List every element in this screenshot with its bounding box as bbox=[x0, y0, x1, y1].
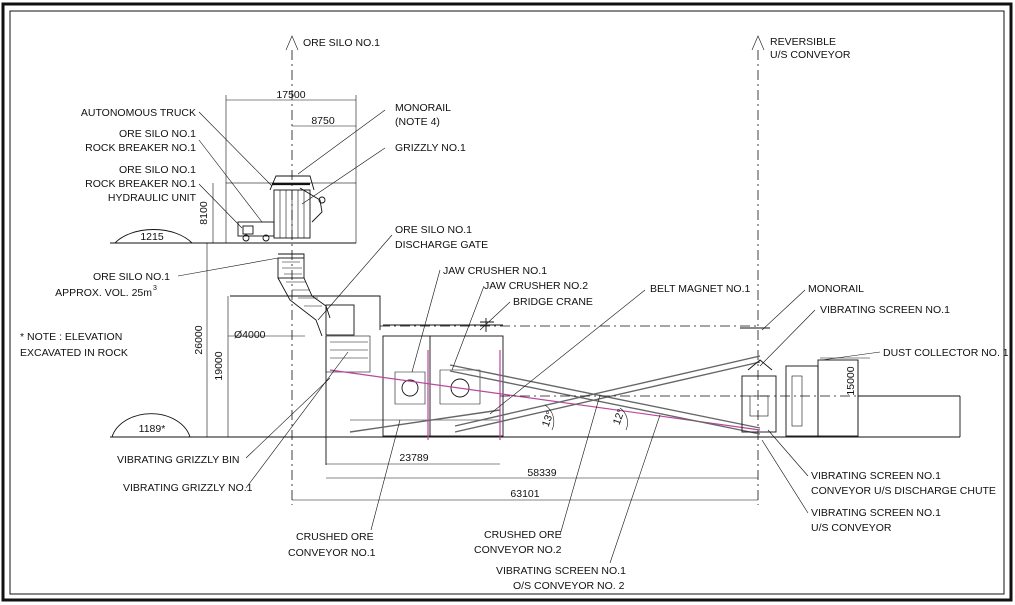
dimension-lines bbox=[206, 95, 870, 501]
label-autonomous-truck: AUTONOMOUS TRUCK bbox=[81, 107, 196, 119]
label-os-conv2-1: VIBRATING SCREEN NO.1 bbox=[496, 565, 626, 577]
label-silo-vol-sup: 3 bbox=[153, 285, 157, 292]
dim-1215: 1215 bbox=[140, 231, 164, 243]
label-note-2: EXCAVATED IN ROCK bbox=[20, 347, 128, 359]
inner-frame bbox=[9, 10, 1005, 595]
label-bridge-crane: BRIDGE CRANE bbox=[513, 296, 593, 308]
angle-12: 12° bbox=[611, 407, 628, 426]
dim-26000: 26000 bbox=[193, 325, 205, 354]
label-hydraulic-2: ROCK BREAKER NO.1 bbox=[85, 178, 196, 190]
autonomous-truck-shape bbox=[237, 221, 275, 242]
label-grizzly: GRIZZLY NO.1 bbox=[395, 142, 466, 154]
label-note-1: * NOTE : ELEVATION bbox=[20, 331, 122, 343]
label-jaw-crusher-1: JAW CRUSHER NO.1 bbox=[443, 265, 547, 277]
label-monorail-top-2: (NOTE 4) bbox=[395, 116, 440, 128]
leader-lines bbox=[177, 109, 881, 564]
label-rock-breaker-2: ROCK BREAKER NO.1 bbox=[85, 142, 196, 154]
label-hydraulic-1: ORE SILO NO.1 bbox=[119, 164, 196, 176]
label-ore-silo-top: ORE SILO NO.1 bbox=[303, 37, 380, 49]
angle-13: 13° bbox=[540, 409, 557, 428]
label-rock-breaker-1: ORE SILO NO.1 bbox=[119, 128, 196, 140]
label-vg-no1: VIBRATING GRIZZLY NO.1 bbox=[123, 482, 253, 494]
label-us-conv-2: U/S CONVEYOR bbox=[811, 522, 892, 534]
label-crushed-conv1-2: CONVEYOR NO.1 bbox=[288, 547, 376, 559]
label-crushed-conv2-2: CONVEYOR NO.2 bbox=[474, 544, 562, 556]
label-monorail-top-1: MONORAIL bbox=[395, 102, 451, 114]
dim-15000: 15000 bbox=[845, 366, 857, 395]
label-hydraulic-3: HYDRAULIC UNIT bbox=[108, 192, 197, 204]
dim-23789: 23789 bbox=[399, 452, 428, 464]
label-us-conv-1: VIBRATING SCREEN NO.1 bbox=[811, 507, 941, 519]
dim-1189: 1189* bbox=[139, 423, 166, 435]
label-vg-bin: VIBRATING GRIZZLY BIN bbox=[117, 454, 240, 466]
silo-head-structure bbox=[269, 175, 326, 239]
dim-58339: 58339 bbox=[527, 467, 556, 479]
label-discharge-gate-1: ORE SILO NO.1 bbox=[395, 224, 472, 236]
conveyor-lines bbox=[329, 350, 761, 440]
crusher-building bbox=[350, 318, 504, 437]
pit-arc bbox=[111, 413, 191, 438]
label-reversible-2: U/S CONVEYOR bbox=[770, 49, 851, 61]
screen-building bbox=[380, 325, 961, 437]
label-vibrating-screen: VIBRATING SCREEN NO.1 bbox=[820, 304, 950, 316]
dim-19000: 19000 bbox=[213, 351, 225, 380]
dim-8750: 8750 bbox=[311, 115, 335, 127]
label-jaw-crusher-2: JAW CRUSHER NO.2 bbox=[484, 280, 588, 292]
label-crushed-conv2-1: CRUSHED ORE bbox=[484, 529, 562, 541]
dim-8100: 8100 bbox=[198, 201, 210, 225]
label-us-chute-1: VIBRATING SCREEN NO.1 bbox=[811, 470, 941, 482]
dim-4000: Ø4000 bbox=[234, 329, 266, 341]
label-monorail-right: MONORAIL bbox=[808, 283, 864, 295]
label-silo-vol-2: APPROX. VOL. 25m bbox=[55, 287, 152, 299]
reversible-conveyor-centerline bbox=[751, 35, 765, 505]
label-us-chute-2: CONVEYOR U/S DISCHARGE CHUTE bbox=[811, 485, 996, 497]
label-os-conv2-2: O/S CONVEYOR NO. 2 bbox=[513, 580, 625, 592]
label-silo-vol-1: ORE SILO NO.1 bbox=[93, 271, 170, 283]
label-reversible-1: REVERSIBLE bbox=[770, 36, 836, 48]
label-discharge-gate-2: DISCHARGE GATE bbox=[395, 239, 488, 251]
label-dust-collector: DUST COLLECTOR NO. 1 bbox=[883, 347, 1009, 359]
silo-centerline bbox=[285, 35, 299, 505]
label-crushed-conv1-1: CRUSHED ORE bbox=[296, 531, 374, 543]
dim-17500: 17500 bbox=[276, 89, 305, 101]
dim-63101: 63101 bbox=[510, 488, 539, 500]
ore-silo-body bbox=[277, 253, 331, 337]
label-belt-magnet: BELT MAGNET NO.1 bbox=[650, 283, 751, 295]
grizzly-bin-area bbox=[230, 295, 381, 465]
